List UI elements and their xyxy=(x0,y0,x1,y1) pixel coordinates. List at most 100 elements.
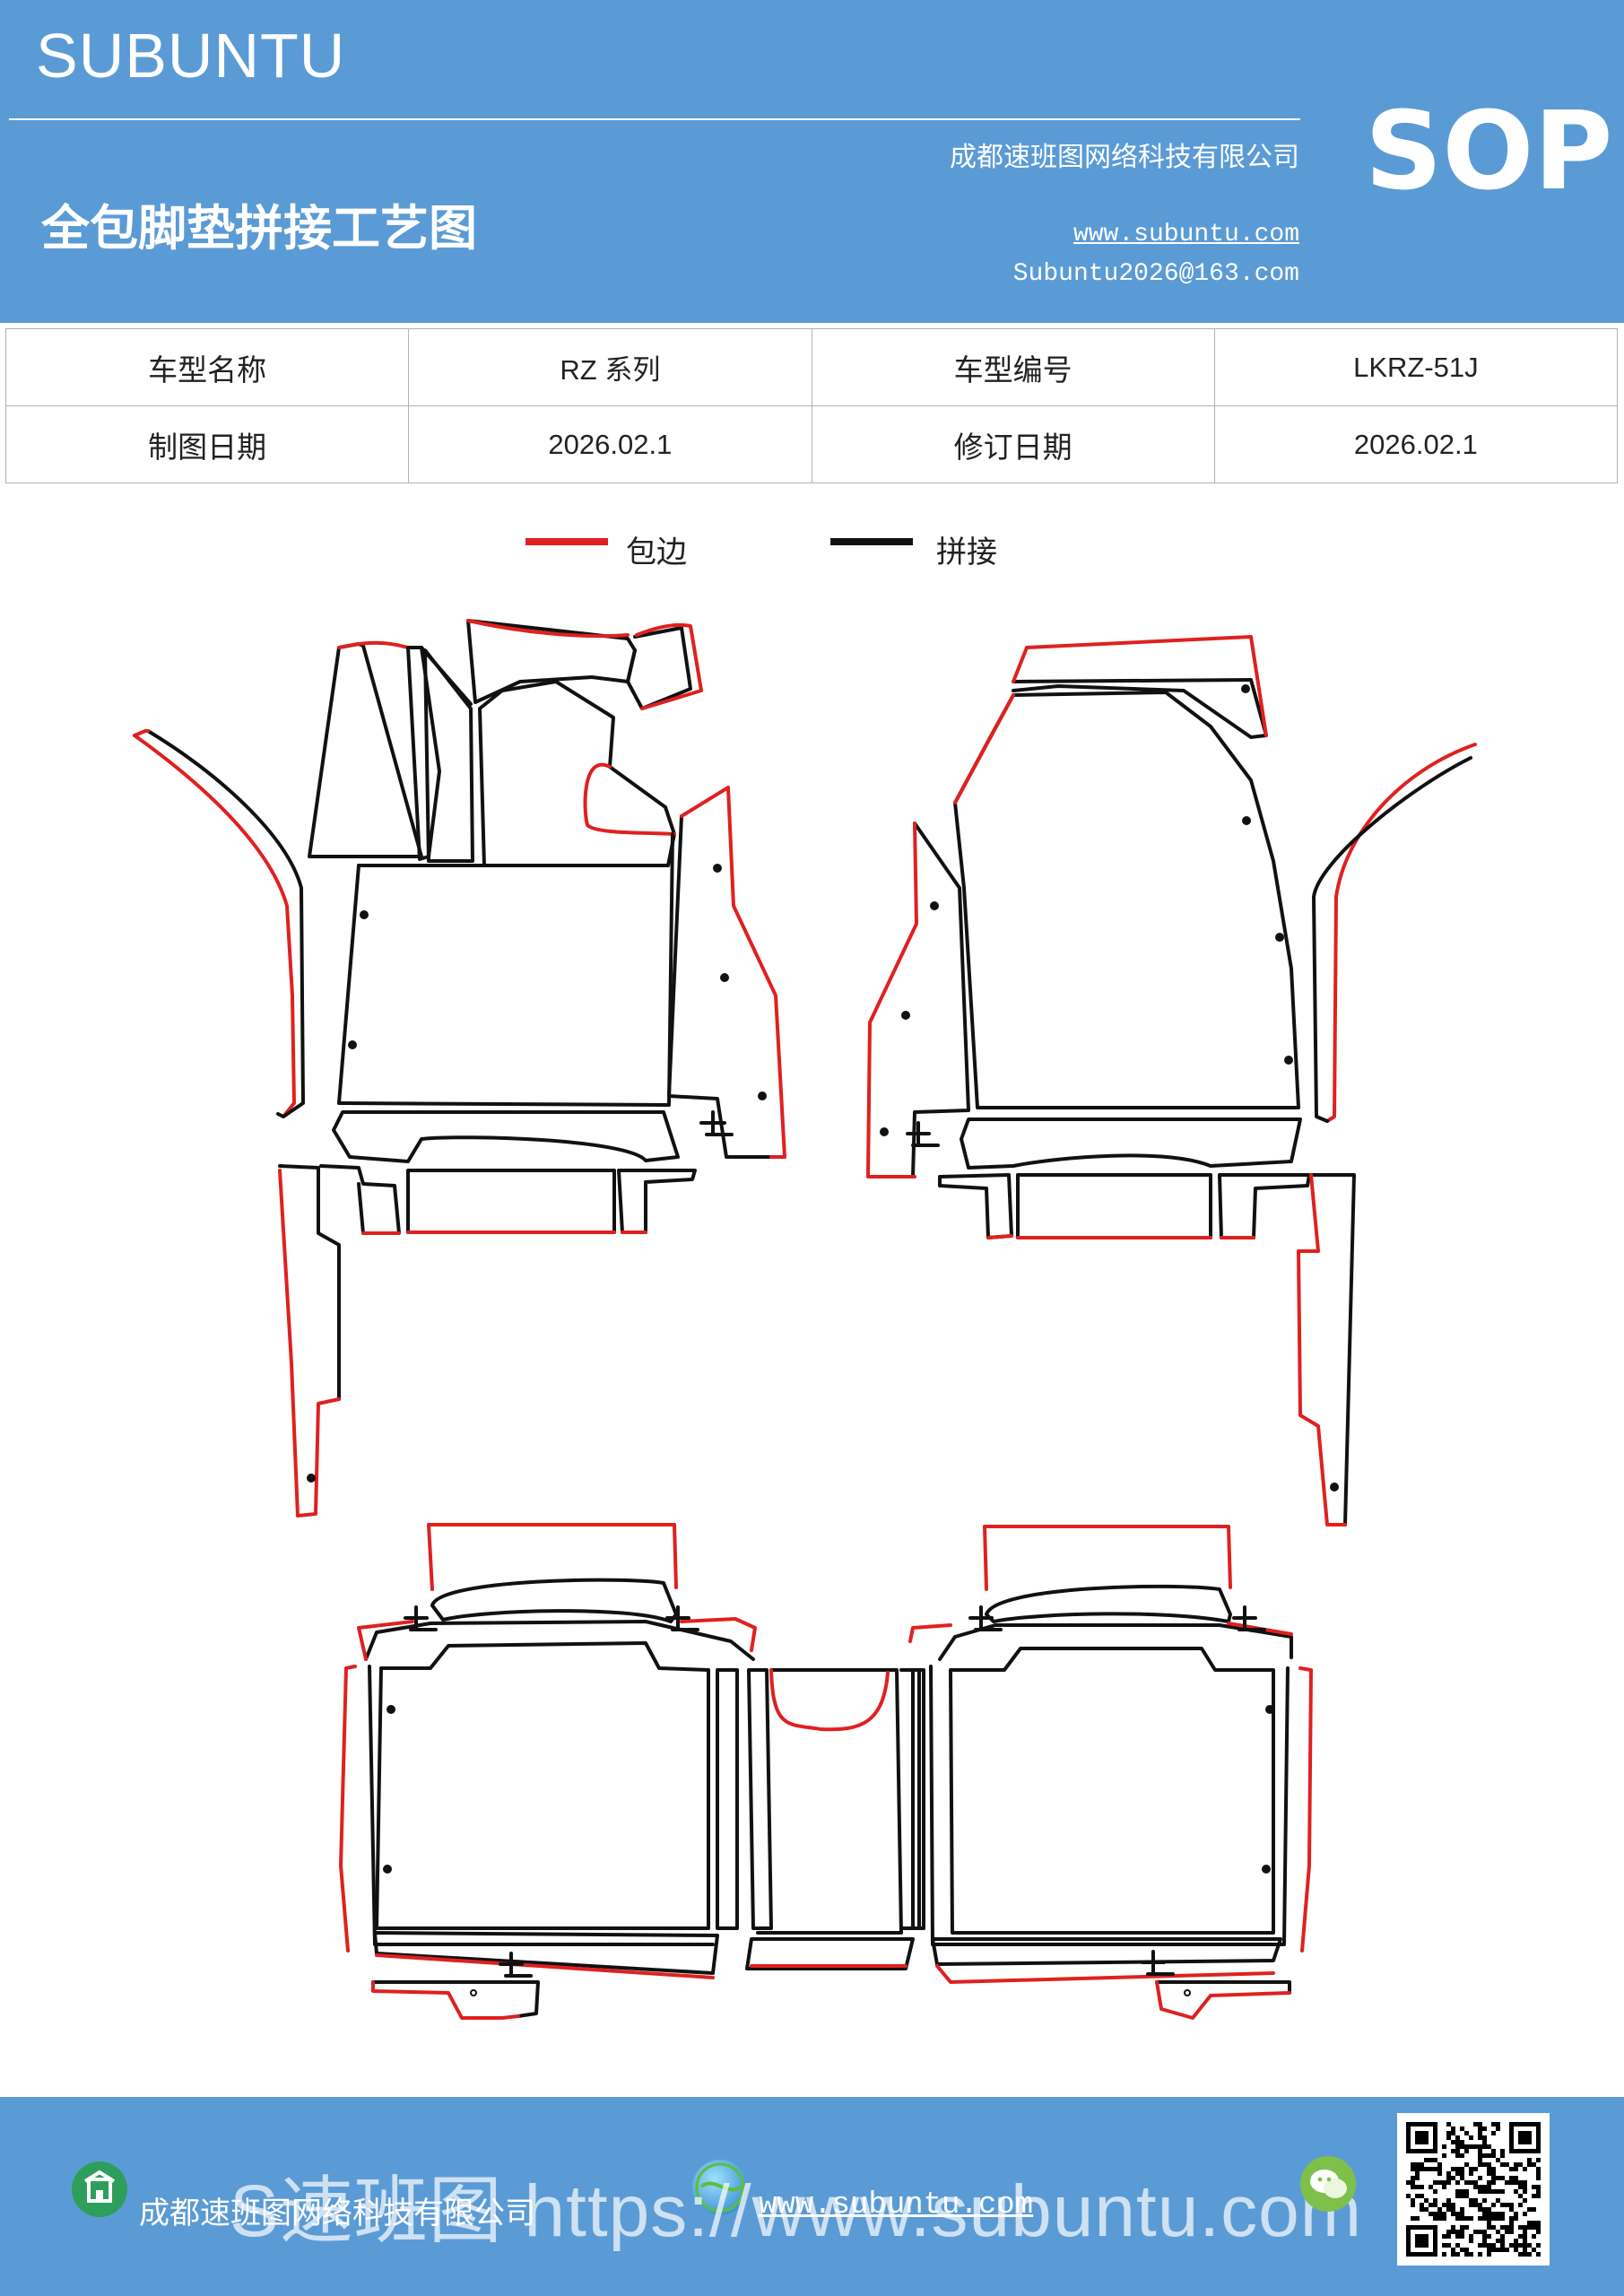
stop-mark xyxy=(1232,1605,1266,1631)
mat-seam xyxy=(337,832,674,1107)
fastener-hole xyxy=(880,1127,889,1136)
table-row: 制图日期 2026.02.1 修订日期 2026.02.1 xyxy=(4,405,1619,483)
mat-seam xyxy=(938,1173,1013,1239)
company-name: 成都速班图网络科技有限公司 xyxy=(950,142,1299,173)
qr-code-icon xyxy=(1397,2113,1550,2266)
mat-edge xyxy=(769,1668,890,1732)
legend-item-edge: 包边 xyxy=(525,527,759,572)
legend-label: 包边 xyxy=(626,535,687,570)
table-cell: 车型编号 xyxy=(811,328,1215,406)
fastener-hole xyxy=(360,910,369,919)
mat-seam xyxy=(319,1164,401,1235)
mat-seam xyxy=(953,691,1300,1109)
header-banner: SUBUNTU 全包脚垫拼接工艺图 成都速班图网络科技有限公司 www.subu… xyxy=(0,0,1624,323)
table-cell: 2026.02.1 xyxy=(1213,405,1619,483)
stop-mark xyxy=(499,1952,533,1978)
fastener-hole xyxy=(720,973,729,982)
mat-seam xyxy=(406,646,441,861)
building-icon xyxy=(72,2161,127,2217)
vehicle-info-table: 车型名称 RZ 系列 车型编号 LKRZ-51J 制图日期 2026.02.1 … xyxy=(4,328,1619,483)
mat-seam xyxy=(938,1623,1293,1661)
table-cell: 车型名称 xyxy=(4,328,410,406)
fastener-hole xyxy=(307,1474,316,1483)
mat-seam xyxy=(1016,1173,1212,1239)
rear-right-mat xyxy=(908,1525,1313,2020)
fastener-hole xyxy=(758,1091,767,1100)
mat-edge xyxy=(339,1665,357,1952)
stop-mark xyxy=(1141,1950,1175,1976)
footer-banner: 成都速班图网络科技有限公司 www.subuntu.com S速班图 https… xyxy=(0,2097,1624,2296)
mat-edge xyxy=(866,822,918,1178)
mat-seam xyxy=(929,1665,1290,1946)
table-cell: 修订日期 xyxy=(811,405,1215,483)
fastener-hole xyxy=(386,1705,395,1714)
mat-seam xyxy=(1309,1173,1356,1526)
mat-edge xyxy=(1155,1980,1291,2020)
mat-edge xyxy=(635,622,703,710)
front-left-mat xyxy=(133,619,786,1518)
fastener-hole xyxy=(713,864,722,873)
table-cell: 制图日期 xyxy=(4,405,410,483)
mat-seam xyxy=(899,1668,921,1930)
fastener-hole xyxy=(383,1865,392,1874)
legend-swatch-seam xyxy=(830,538,913,545)
stop-mark xyxy=(665,1605,699,1631)
document-title: 全包脚垫拼接工艺图 xyxy=(41,200,477,257)
mat-edge xyxy=(1297,1173,1347,1526)
mat-edge xyxy=(935,1964,1275,1984)
mat-seam xyxy=(1218,1173,1311,1239)
mat-edge xyxy=(986,1234,1255,1239)
sop-badge: SOP xyxy=(1365,90,1613,214)
mat-edge xyxy=(427,1523,678,1591)
globe-icon xyxy=(692,2160,748,2215)
fastener-hole xyxy=(1242,816,1251,825)
mat-seam xyxy=(931,1937,1282,1966)
mat-edge xyxy=(983,1525,1232,1591)
mat-seam xyxy=(308,642,423,858)
mat-edge xyxy=(375,1953,715,1979)
mat-seam xyxy=(1012,678,1268,739)
mat-seam xyxy=(617,1169,697,1234)
mat-edge xyxy=(1298,1666,1313,1952)
mat-seam xyxy=(960,1118,1302,1170)
mat-seam xyxy=(406,1169,616,1234)
fastener-hole xyxy=(1262,1865,1271,1874)
mat-edge xyxy=(466,619,630,639)
mat-seam xyxy=(278,1164,341,1401)
fastener-hole xyxy=(348,1040,357,1049)
mat-seam xyxy=(745,1937,915,1970)
floor-mat-diagram xyxy=(133,619,1477,2020)
brand-name: SUBUNTU xyxy=(36,21,346,91)
stop-mark xyxy=(968,1605,1003,1631)
footer-website[interactable]: www.subuntu.com xyxy=(759,2188,1034,2222)
front-right-mat xyxy=(866,635,1477,1526)
mat-edge xyxy=(1325,743,1477,1123)
mat-seam xyxy=(364,1620,755,1661)
fastener-hole xyxy=(1265,1705,1274,1714)
fastener-hole xyxy=(1184,1989,1191,1996)
mat-seam xyxy=(911,822,970,1178)
stop-mark xyxy=(906,1121,940,1147)
mat-seam xyxy=(1312,756,1472,1123)
fastener-hole xyxy=(1330,1483,1339,1492)
website-link[interactable]: www.subuntu.com xyxy=(1073,221,1299,248)
table-cell: 2026.02.1 xyxy=(408,405,812,483)
email-address: Subuntu2026@163.com xyxy=(1012,260,1299,288)
header-divider xyxy=(9,118,1300,120)
mat-seam xyxy=(756,1668,903,1935)
watermark-text: S速班图 https://www.subuntu.com xyxy=(230,2170,1363,2252)
mat-seam xyxy=(985,1584,1232,1623)
mat-edge xyxy=(953,693,1015,804)
mat-seam xyxy=(667,814,773,1159)
mat-seam xyxy=(466,619,637,704)
mat-edge xyxy=(133,729,150,737)
rear-left-mat xyxy=(339,1523,757,2020)
legend-swatch-edge xyxy=(525,538,608,545)
legend-item-seam: 拼接 xyxy=(830,527,1064,572)
mat-edge xyxy=(583,762,676,836)
stop-mark xyxy=(404,1605,438,1631)
mat-edge xyxy=(680,786,786,1159)
table-cell: LKRZ-51J xyxy=(1213,328,1619,406)
fastener-hole xyxy=(470,1989,477,1996)
mat-seam xyxy=(626,626,692,710)
